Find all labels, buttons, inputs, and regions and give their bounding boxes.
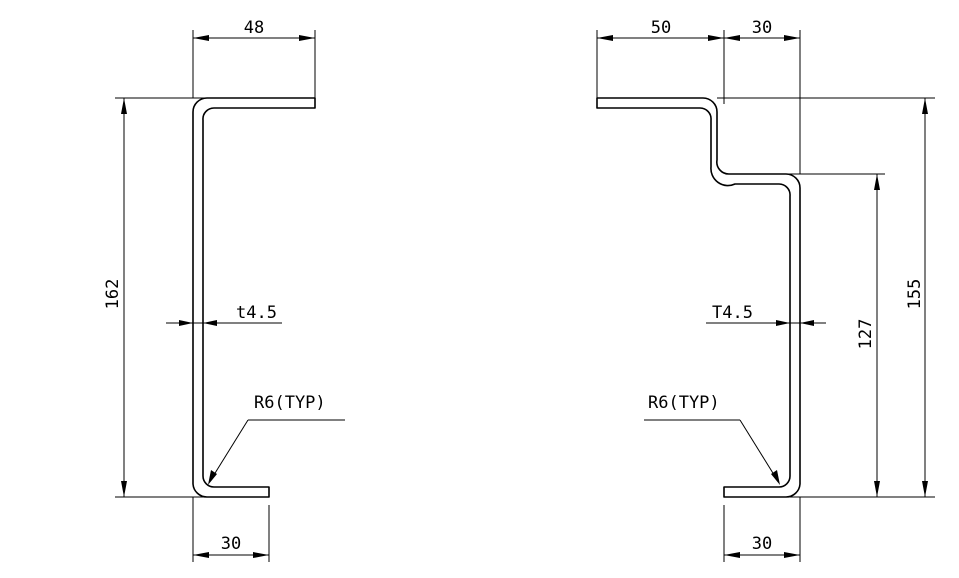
left-top-arrow-r bbox=[299, 35, 315, 41]
right-top-left-label: 50 bbox=[651, 18, 671, 38]
right-top-arrow-3 bbox=[724, 35, 740, 41]
right-top-right-label: 30 bbox=[752, 18, 772, 38]
right-radius-leader bbox=[739, 419, 777, 479]
right-thickness-arrow-r bbox=[800, 320, 814, 326]
left-bottom-arrow-l bbox=[193, 552, 209, 558]
left-bottom-arrow-r bbox=[253, 552, 269, 558]
left-thickness-arrow-r bbox=[203, 320, 217, 326]
left-top-arrow-l bbox=[193, 35, 209, 41]
right-profile: 50 30 155 127 T4.5 R6(TYP) 30 bbox=[596, 18, 935, 562]
right-bottom-arrow-l bbox=[724, 552, 740, 558]
left-radius-label: R6(TYP) bbox=[254, 393, 326, 413]
right-total-arrow-t bbox=[922, 98, 928, 114]
right-inner-dim-label: 127 bbox=[856, 319, 876, 350]
left-radius-arrow bbox=[208, 470, 217, 485]
right-top-arrow-1 bbox=[597, 35, 613, 41]
right-total-dim-label: 155 bbox=[905, 279, 925, 310]
left-thickness-label: t4.5 bbox=[236, 303, 277, 323]
left-radius-leader bbox=[211, 419, 249, 479]
left-height-arrow-b bbox=[121, 481, 127, 497]
right-top-arrow-4 bbox=[784, 35, 800, 41]
right-thickness-arrow-l bbox=[776, 320, 790, 326]
left-height-arrow-t bbox=[121, 98, 127, 114]
right-inner-arrow-t bbox=[874, 174, 880, 190]
left-bottom-dim-label: 30 bbox=[221, 534, 241, 554]
left-profile-outline bbox=[192, 97, 316, 498]
left-top-dim-label: 48 bbox=[244, 18, 264, 38]
left-thickness-arrow-l bbox=[179, 320, 193, 326]
right-bottom-arrow-r bbox=[784, 552, 800, 558]
right-bottom-dim-label: 30 bbox=[752, 534, 772, 554]
right-profile-outline bbox=[596, 97, 801, 498]
right-thickness-label: T4.5 bbox=[712, 303, 753, 323]
right-total-arrow-b bbox=[922, 481, 928, 497]
left-profile: 48 162 t4.5 R6(TYP) 30 bbox=[103, 18, 345, 562]
left-height-dim-label: 162 bbox=[103, 279, 123, 310]
right-inner-arrow-b bbox=[874, 481, 880, 497]
right-top-arrow-2 bbox=[708, 35, 724, 41]
right-radius-label: R6(TYP) bbox=[648, 393, 720, 413]
right-radius-arrow bbox=[771, 470, 780, 485]
